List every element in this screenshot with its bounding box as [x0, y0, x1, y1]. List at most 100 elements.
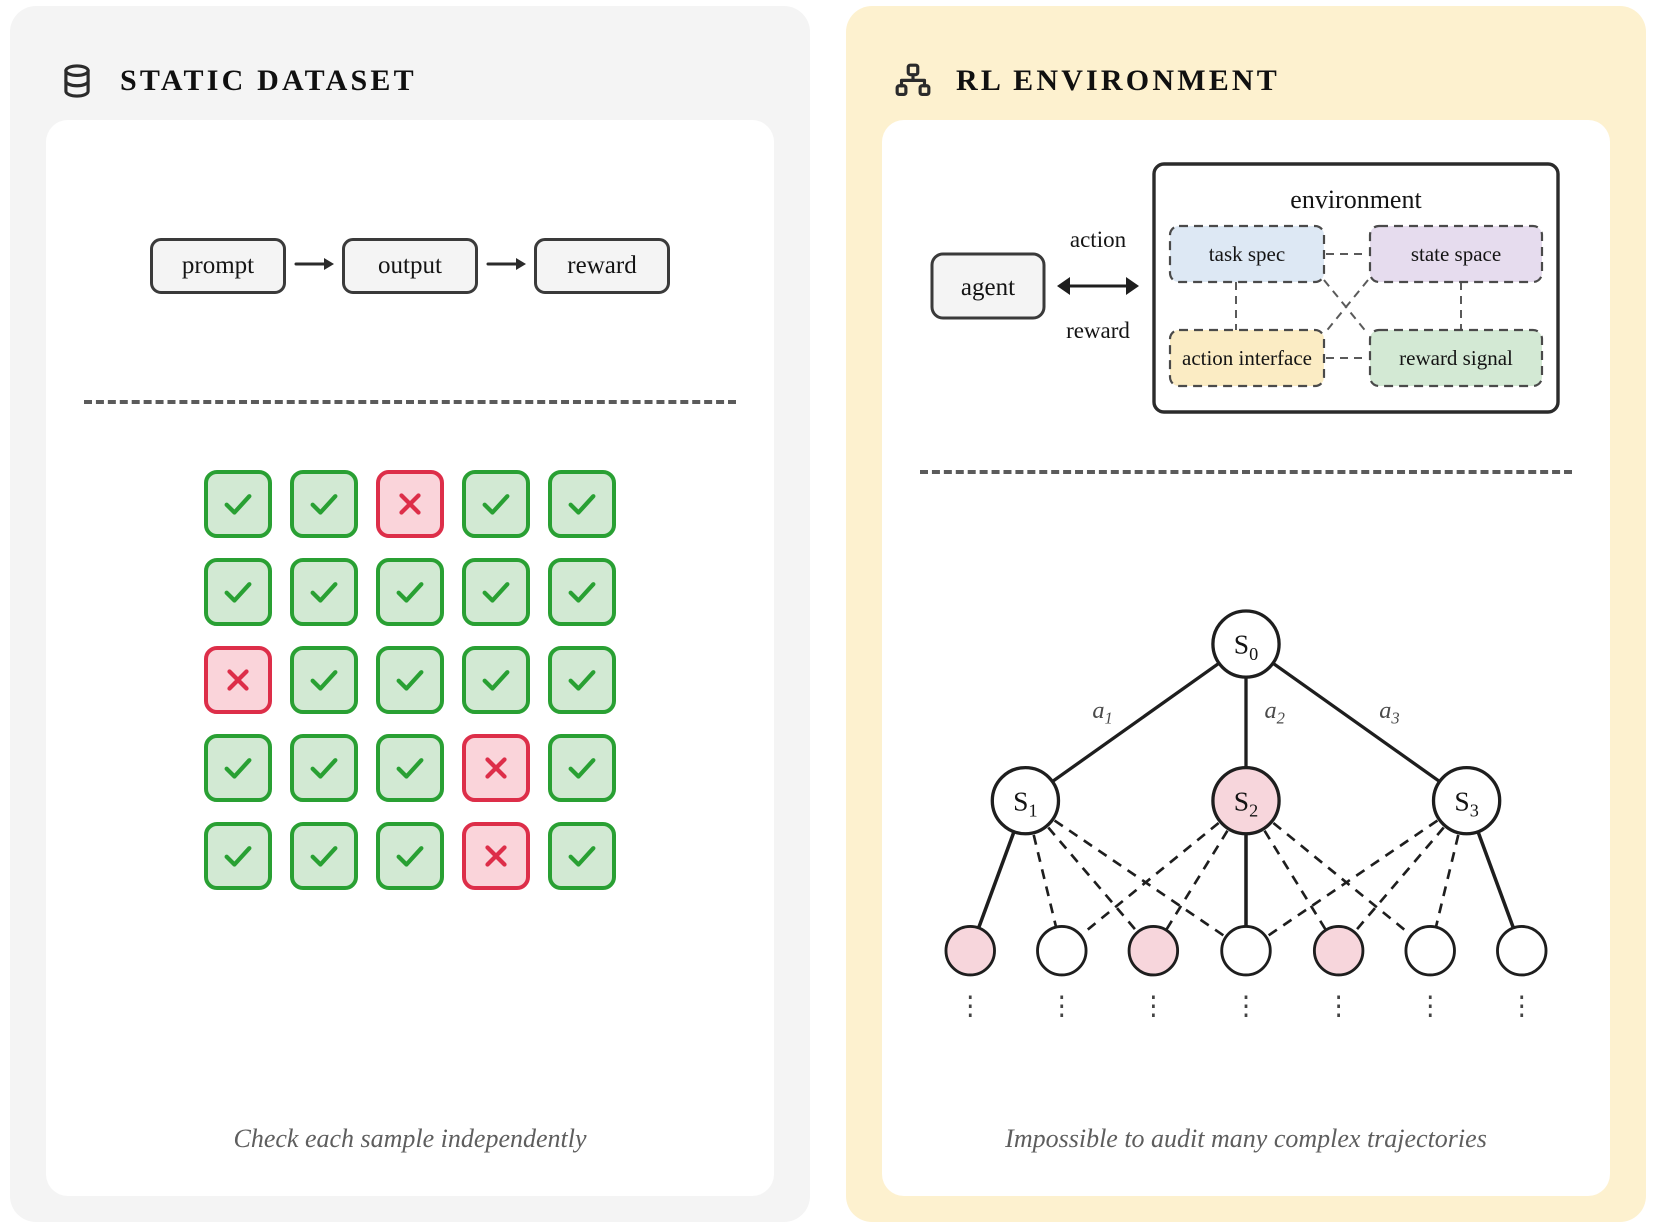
static-dataset-panel: STATIC DATASET prompt output: [10, 6, 810, 1222]
sample-cell-fail: [204, 646, 272, 714]
tree-edge-dashed: [1244, 799, 1340, 952]
tree-root-node: [1211, 609, 1281, 679]
env-component-state-space: state space: [1368, 224, 1544, 284]
check-icon: [224, 582, 252, 603]
check-icon: [396, 670, 424, 691]
sample-grid: [46, 470, 774, 890]
cross-icon: [485, 845, 507, 867]
tree-continuation-marker: ⋮: [957, 991, 983, 1021]
check-icon: [568, 758, 596, 779]
check-icon: [396, 582, 424, 603]
arrow-right-icon: [478, 253, 534, 280]
env-component-action-interface: action interface: [1168, 328, 1326, 388]
rl-environment-header: RL ENVIRONMENT: [882, 42, 1610, 120]
caption-left: Check each sample independently: [233, 1124, 587, 1153]
tree-edge-dashed: [1060, 799, 1247, 952]
sample-cell-pass: [548, 822, 616, 890]
tree-continuation-marker: ⋮: [1233, 991, 1259, 1021]
agent-box: [930, 252, 1046, 320]
sample-cell-fail: [462, 822, 530, 890]
sample-cell-pass: [548, 646, 616, 714]
check-icon: [310, 582, 338, 603]
env-component-task-spec: task spec: [1168, 224, 1326, 284]
sample-cell-pass: [462, 558, 530, 626]
sample-cell-fail: [462, 734, 530, 802]
check-icon: [310, 846, 338, 867]
svg-text:task spec: task spec: [1209, 242, 1285, 266]
check-icon: [482, 494, 510, 515]
svg-text:reward: reward: [1066, 318, 1130, 343]
sample-cell-pass: [204, 734, 272, 802]
sample-cell-pass: [376, 646, 444, 714]
caption-right: Impossible to audit many complex traject…: [1005, 1124, 1487, 1153]
sample-cell-pass: [290, 558, 358, 626]
tree-edge-dashed: [1337, 799, 1468, 952]
sample-cell-pass: [548, 734, 616, 802]
tree-state-node: [990, 765, 1061, 836]
flow-node-output: output: [342, 238, 478, 294]
database-icon: [58, 62, 96, 100]
arrow-right-icon: [286, 253, 342, 280]
check-icon: [482, 670, 510, 691]
sample-cell-pass: [548, 558, 616, 626]
svg-text:state space: state space: [1411, 242, 1501, 266]
cross-icon: [227, 669, 249, 691]
sample-cell-pass: [290, 646, 358, 714]
tree-edge-solid: [1245, 642, 1468, 803]
section-divider-left: [84, 400, 736, 404]
check-icon: [568, 494, 596, 515]
tree-continuation-marker: ⋮: [1049, 991, 1075, 1021]
tree-continuation-marker: ⋮: [1140, 991, 1166, 1021]
tree-continuation-marker: ⋮: [1417, 991, 1443, 1021]
sample-cell-pass: [462, 470, 530, 538]
sample-cell-pass: [462, 646, 530, 714]
rl-environment-panel: RL ENVIRONMENT agent action reward: [846, 6, 1646, 1222]
sample-cell-pass: [376, 734, 444, 802]
tree-leaf-node: [1404, 925, 1456, 977]
agent-environment-diagram: agent action reward environment: [882, 146, 1610, 432]
tree-state-node: [1211, 765, 1281, 836]
static-dataset-header: STATIC DATASET: [46, 42, 774, 120]
svg-text:reward signal: reward signal: [1399, 346, 1513, 370]
tree-state-node: [1431, 765, 1502, 836]
check-icon: [224, 758, 252, 779]
tree-leaf-node: [944, 925, 996, 977]
cross-icon: [399, 493, 421, 515]
svg-text:environment: environment: [1290, 185, 1422, 214]
tree-leaf-node: [1220, 925, 1272, 977]
prompt-output-reward-flow: prompt output reward: [46, 238, 774, 294]
tree-leaf-node: [1312, 925, 1365, 977]
sample-cell-pass: [548, 470, 616, 538]
check-icon: [568, 582, 596, 603]
svg-text:action interface: action interface: [1182, 346, 1312, 370]
check-icon: [224, 846, 252, 867]
tree-action-label: a2: [1264, 697, 1284, 728]
sample-cell-pass: [290, 822, 358, 890]
tree-edge-dashed: [1245, 799, 1468, 952]
tree-action-label: a3: [1379, 697, 1399, 728]
svg-text:action: action: [1070, 227, 1127, 252]
sample-cell-pass: [204, 558, 272, 626]
check-icon: [310, 758, 338, 779]
tree-edge-dashed: [1024, 799, 1247, 952]
check-icon: [310, 494, 338, 515]
section-divider-right: [920, 470, 1572, 474]
rl-environment-card: agent action reward environment: [882, 120, 1610, 1196]
sitemap-icon: [894, 62, 932, 100]
flow-node-reward: reward: [534, 238, 670, 294]
sample-cell-pass: [204, 470, 272, 538]
tree-action-label: a1: [1092, 697, 1112, 728]
sample-cell-pass: [376, 822, 444, 890]
check-icon: [568, 670, 596, 691]
cross-icon: [485, 757, 507, 779]
sample-cell-pass: [376, 558, 444, 626]
page-title-right: RL ENVIRONMENT: [956, 64, 1280, 97]
env-component-reward-signal: reward signal: [1368, 328, 1544, 388]
flow-node-prompt: prompt: [150, 238, 286, 294]
tree-edge-solid: [1024, 642, 1247, 803]
tree-edge-dashed: [1245, 799, 1432, 952]
check-icon: [396, 758, 424, 779]
tree-leaf-node: [1127, 925, 1180, 977]
